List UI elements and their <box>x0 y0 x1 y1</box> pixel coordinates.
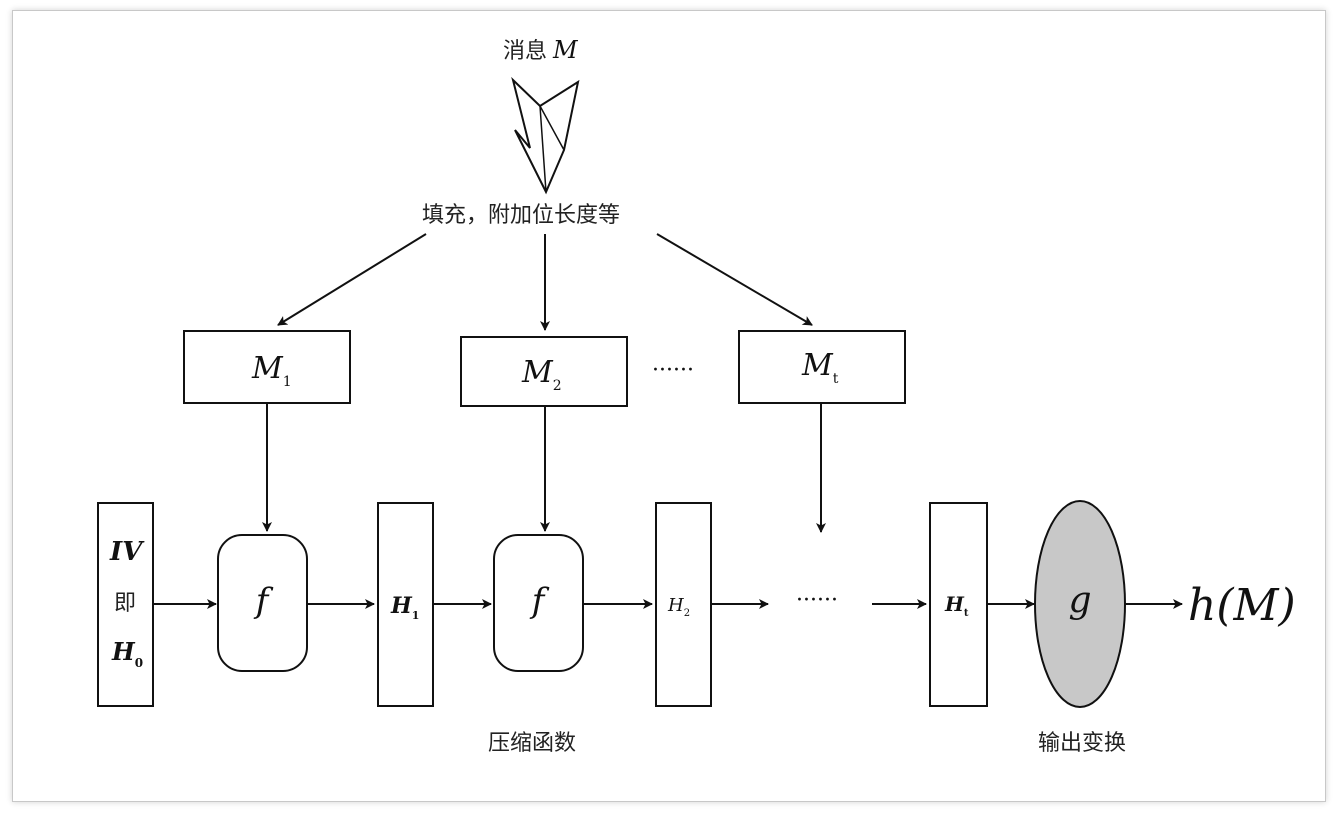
block-mt-label: Mt <box>801 348 839 387</box>
padding-label: 填充，附加位长度等 <box>422 203 620 228</box>
block-m1-label: M1 <box>251 351 292 390</box>
message-arrow-inner <box>539 105 565 193</box>
arrow-to-m1 <box>277 233 427 326</box>
message-down-arrow <box>511 76 580 195</box>
compression-function-caption: 压缩函数 <box>488 731 576 756</box>
iv-mid-label: 即 <box>114 591 136 616</box>
h0-label: H0 <box>111 637 143 670</box>
iv-label: IV <box>109 537 145 567</box>
block-m2-label: M2 <box>521 355 562 394</box>
state-ht-label: Ht <box>944 592 969 619</box>
output-transform-caption: 输出变换 <box>1038 731 1126 756</box>
state-h2-label: H2 <box>667 595 690 619</box>
state-h1-label: H1 <box>390 593 419 622</box>
blocks-ellipsis: ······ <box>652 358 694 383</box>
chain-ellipsis: ······ <box>796 588 838 613</box>
output-hash-label: h(M) <box>1188 580 1296 631</box>
state-h2-box <box>655 502 712 707</box>
block-m2-box <box>460 336 628 407</box>
arrow-to-mt <box>656 233 813 326</box>
state-h1-box <box>377 502 434 707</box>
output-transform-label: g <box>1068 580 1091 621</box>
